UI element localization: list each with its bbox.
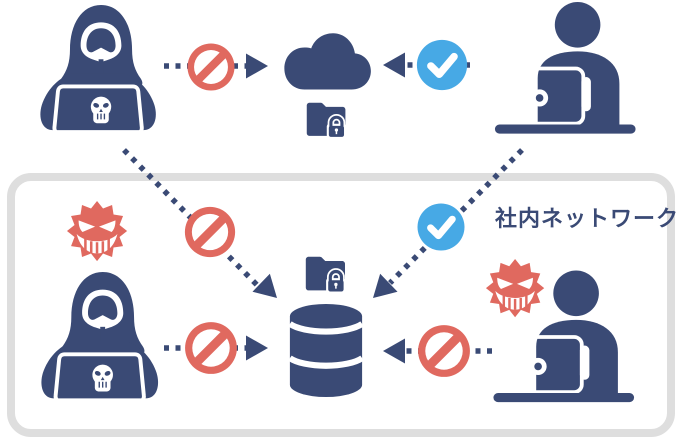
check-icon (417, 40, 467, 90)
arrowhead (383, 52, 405, 78)
flow-external-user-to-cloud (383, 52, 470, 78)
hacker-icon (38, 3, 158, 136)
prohibition-icon (187, 43, 235, 91)
flow-external-hacker-to-cloud (164, 53, 268, 79)
cloud-icon (284, 33, 371, 90)
internal-network-label: 社内ネットワーク (495, 206, 680, 231)
arrowhead (246, 53, 268, 79)
locked-folder-icon (307, 103, 346, 139)
user-laptop-icon (493, 0, 638, 136)
